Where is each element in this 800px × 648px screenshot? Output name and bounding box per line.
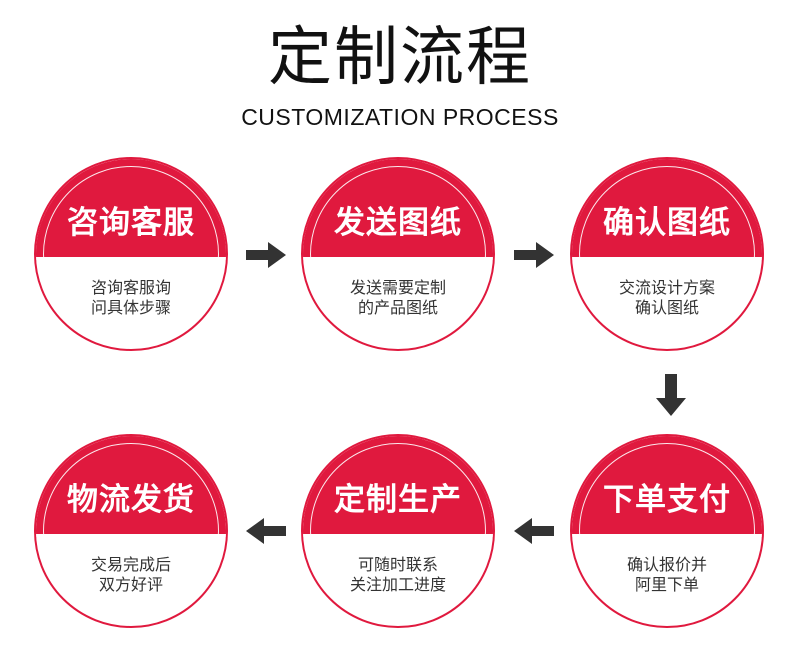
- step-consult: 咨询客服 咨询客服询 问具体步骤: [34, 157, 228, 351]
- step-description: 确认报价并 阿里下单: [572, 555, 762, 595]
- step-description-line: 的产品图纸: [357, 298, 438, 317]
- step-header-band: [36, 159, 226, 260]
- step-title: 下单支付: [603, 482, 731, 518]
- step-description: 可随时联系 关注加工进度: [303, 555, 493, 595]
- step-description-line: 问具体步骤: [90, 298, 171, 317]
- step-title: 咨询客服: [67, 205, 195, 241]
- step-description-line: 交流设计方案: [618, 278, 715, 297]
- step-title: 物流发货: [67, 482, 195, 518]
- step-description-line: 咨询客服询: [90, 278, 171, 297]
- step-production: 定制生产 可随时联系 关注加工进度: [301, 434, 495, 628]
- step-header-band: [572, 159, 762, 260]
- step-description: 交易完成后 双方好评: [36, 555, 226, 595]
- down-arrow-icon: [656, 374, 686, 416]
- step-send-drawing: 发送图纸 发送需要定制 的产品图纸: [301, 157, 495, 351]
- step-description-line: 阿里下单: [634, 575, 699, 594]
- step-header-band: [303, 436, 493, 537]
- step-title: 定制生产: [334, 482, 462, 518]
- step-confirm-drawing: 确认图纸 交流设计方案 确认图纸: [570, 157, 764, 351]
- step-description-line: 双方好评: [98, 575, 163, 594]
- step-header-band: [303, 159, 493, 260]
- page-title: 定制流程: [268, 21, 532, 95]
- right-arrow-icon: [246, 242, 286, 268]
- step-description: 发送需要定制 的产品图纸: [303, 278, 493, 318]
- left-arrow-icon: [514, 518, 554, 544]
- step-description-line: 确认报价并: [626, 555, 707, 574]
- step-order-payment: 下单支付 确认报价并 阿里下单: [570, 434, 764, 628]
- step-header-band: [36, 436, 226, 537]
- step-description-line: 发送需要定制: [349, 278, 446, 297]
- step-title: 确认图纸: [603, 205, 731, 241]
- step-description-line: 关注加工进度: [349, 575, 446, 594]
- step-description-line: 可随时联系: [357, 555, 438, 574]
- page-subtitle: CUSTOMIZATION PROCESS: [241, 104, 559, 130]
- step-description-line: 确认图纸: [634, 298, 699, 317]
- step-title: 发送图纸: [334, 205, 462, 241]
- step-description: 咨询客服询 问具体步骤: [36, 278, 226, 318]
- right-arrow-icon: [514, 242, 554, 268]
- step-description: 交流设计方案 确认图纸: [572, 278, 762, 318]
- left-arrow-icon: [246, 518, 286, 544]
- step-description-line: 交易完成后: [90, 555, 171, 574]
- step-ship: 物流发货 交易完成后 双方好评: [34, 434, 228, 628]
- step-header-band: [572, 436, 762, 537]
